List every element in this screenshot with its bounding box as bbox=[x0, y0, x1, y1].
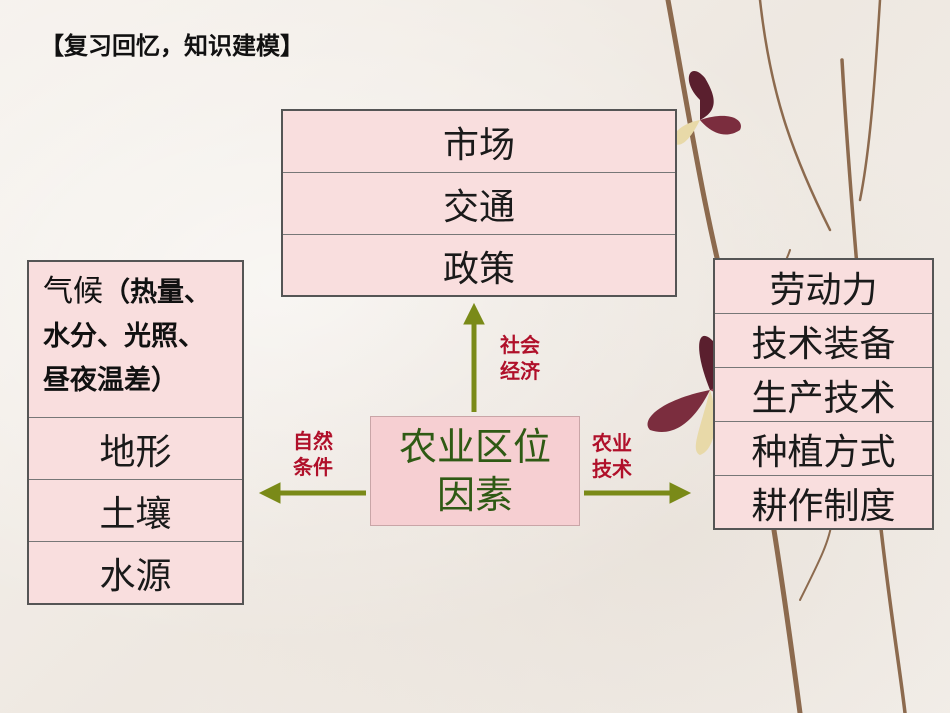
factor-climate: 气候（热量、 水分、光照、 昼夜温差） bbox=[29, 262, 242, 418]
label-natural-conditions: 自然 条件 bbox=[293, 428, 333, 480]
factor-production-tech: 生产技术 bbox=[715, 368, 932, 422]
climate-detail-2: 水分、光照、 bbox=[43, 321, 205, 352]
factor-terrain: 地形 bbox=[29, 418, 242, 480]
label-agri-technology-2: 技术 bbox=[592, 457, 632, 481]
arrow-right-head bbox=[669, 482, 692, 504]
factor-transport: 交通 bbox=[283, 173, 675, 235]
label-natural-conditions-2: 条件 bbox=[293, 455, 333, 479]
label-agri-technology-1: 农业 bbox=[592, 431, 632, 455]
arrow-left-head bbox=[258, 482, 281, 504]
climate-detail-1: （热量、 bbox=[103, 277, 211, 308]
label-natural-conditions-1: 自然 bbox=[293, 429, 333, 453]
label-social-economic-1: 社会 bbox=[500, 333, 540, 357]
label-social-economic: 社会 经济 bbox=[500, 332, 540, 384]
center-topic-box: 农业区位 因素 bbox=[370, 416, 580, 526]
center-line-2: 因素 bbox=[436, 473, 513, 517]
label-agri-technology: 农业 技术 bbox=[592, 430, 632, 482]
factor-soil: 土壤 bbox=[29, 480, 242, 542]
center-line-1: 农业区位 bbox=[398, 425, 551, 469]
factor-market: 市场 bbox=[283, 111, 675, 173]
market-factors-box: 市场 交通 政策 bbox=[281, 109, 677, 297]
factor-farming-system: 耕作制度 bbox=[751, 486, 896, 527]
page-title: 【复习回忆，知识建模】 bbox=[40, 32, 304, 60]
factor-labor: 劳动力 bbox=[715, 260, 932, 314]
arrow-up-head bbox=[463, 302, 485, 325]
factor-equipment: 技术装备 bbox=[715, 314, 932, 368]
technology-factors-box: 劳动力 技术装备 生产技术 种植方式 耕作制度 bbox=[713, 258, 934, 530]
climate-detail-3: 昼夜温差） bbox=[43, 365, 178, 396]
label-social-economic-2: 经济 bbox=[500, 359, 540, 383]
factor-water: 水源 bbox=[99, 556, 172, 597]
factor-planting-method: 种植方式 bbox=[715, 422, 932, 476]
factor-policy: 政策 bbox=[442, 249, 515, 290]
natural-factors-box: 气候（热量、 水分、光照、 昼夜温差） 地形 土壤 水源 bbox=[27, 260, 244, 605]
climate-label: 气候 bbox=[43, 274, 103, 309]
flower-top-icon bbox=[672, 70, 741, 145]
